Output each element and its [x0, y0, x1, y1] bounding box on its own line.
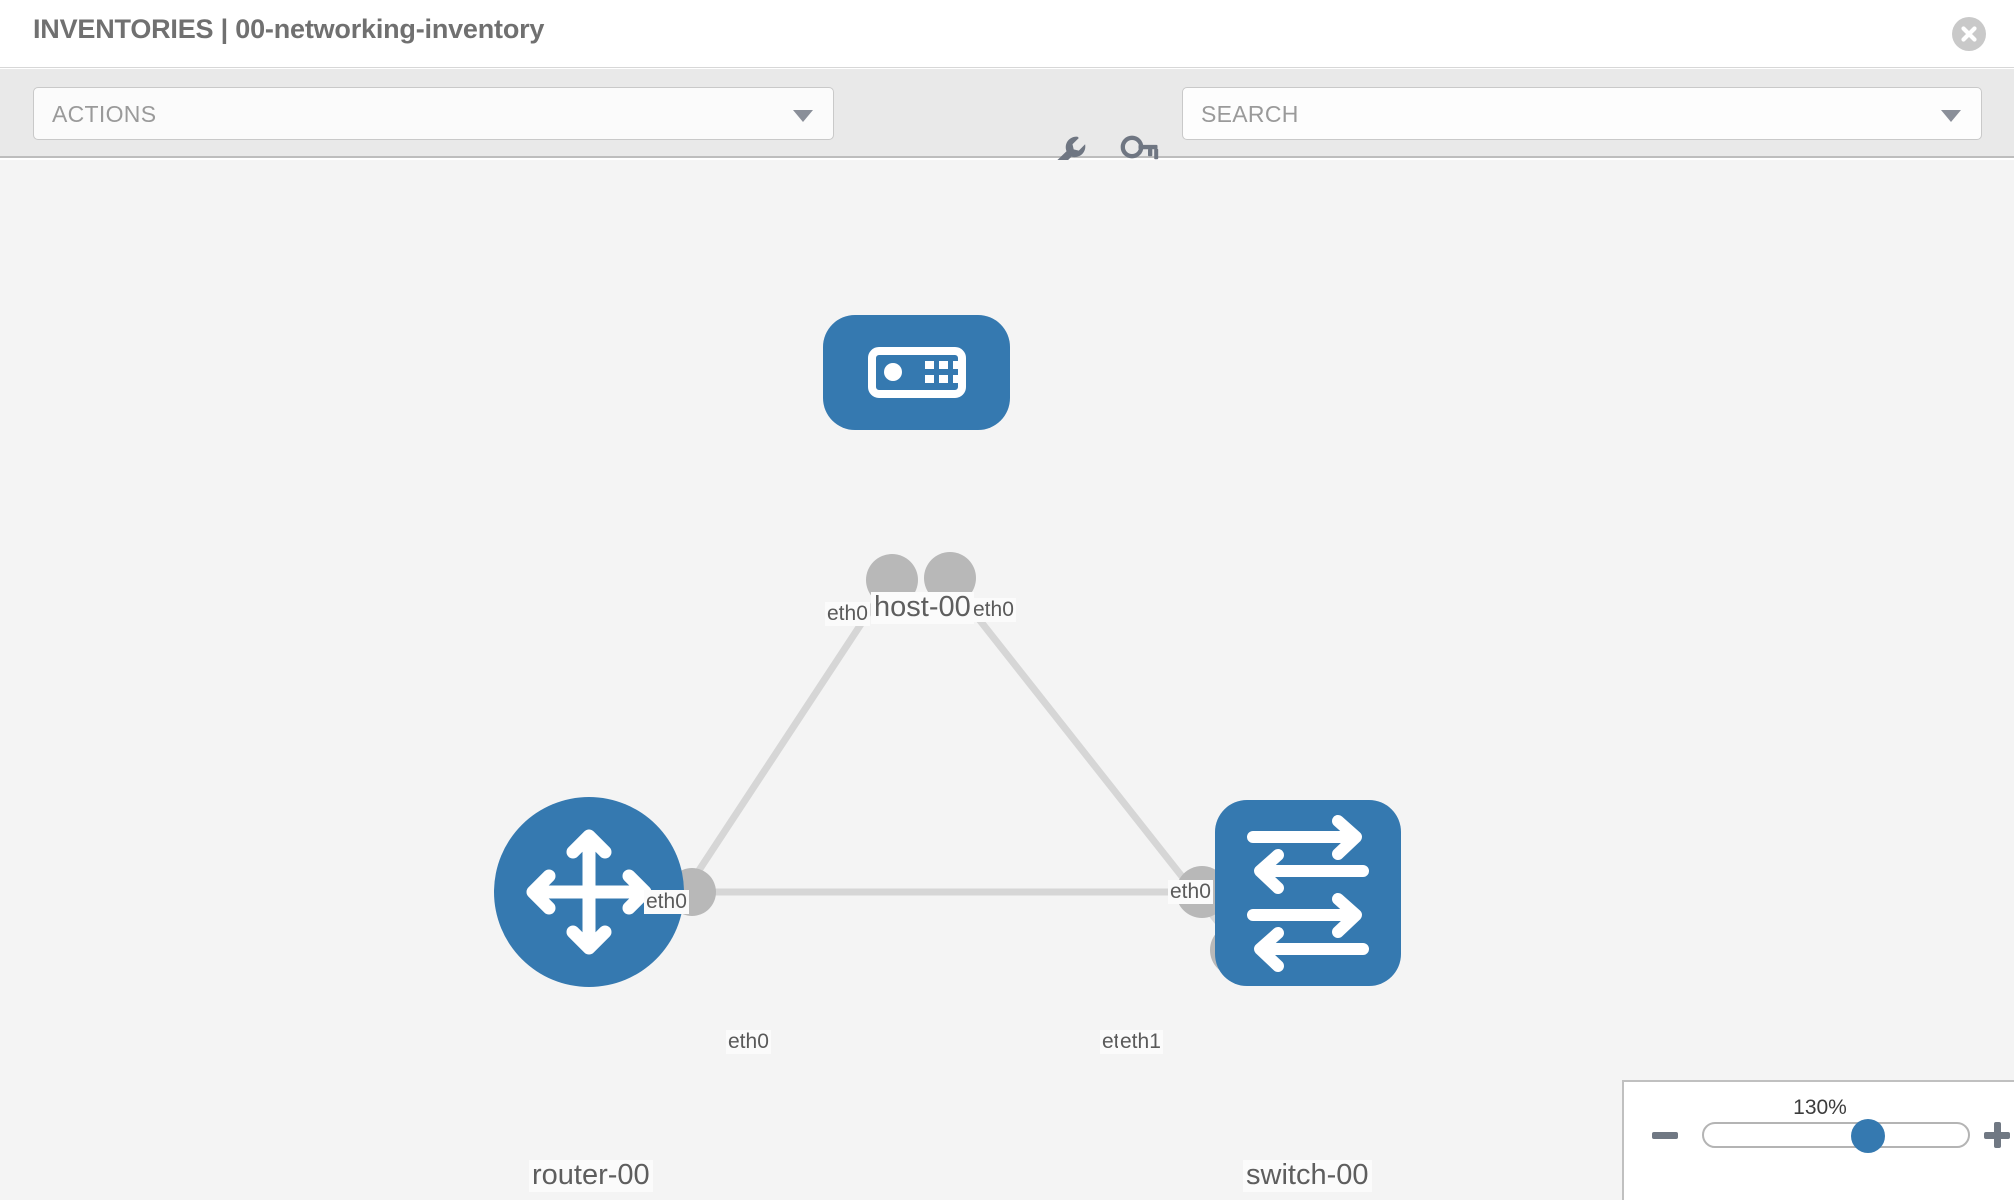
zoom-in-button[interactable] [1984, 1122, 2010, 1148]
topology-edges [637, 577, 1243, 962]
edge-label: eth0 [726, 1030, 771, 1054]
switch-arrows-icon [1247, 815, 1369, 972]
topology-graph [494, 315, 1401, 987]
zoom-slider-track[interactable] [1702, 1119, 1970, 1153]
node-label-host-00: host-00 [871, 591, 974, 624]
chevron-down-icon[interactable] [1941, 110, 1961, 122]
topology-toolbar: ACTIONS SEARCH [0, 69, 2014, 170]
edge-label: eth0 [971, 598, 1016, 622]
node-label-router-00: router-00 [529, 1159, 653, 1192]
topology-canvas[interactable]: eth0 eth0 eth0 eth0 eth0 eth0 eth1 host-… [0, 160, 2014, 1200]
zoom-percent-label: 130% [1793, 1096, 1847, 1119]
zoom-control-panel: 130% [1622, 1080, 2014, 1200]
node-switch-00 [1215, 800, 1401, 986]
zoom-out-button[interactable] [1652, 1132, 1678, 1139]
edge-label: eth0 [825, 602, 870, 626]
edge-label: eth0 [1168, 880, 1213, 904]
close-icon[interactable] [1952, 17, 1986, 51]
search-placeholder: SEARCH [1201, 101, 1299, 127]
edge-label: eth1 [1118, 1030, 1163, 1054]
key-icon[interactable] [1118, 132, 1160, 179]
page-title: INVENTORIES | 00-networking-inventory [33, 14, 545, 44]
actions-dropdown-label: ACTIONS [52, 101, 157, 127]
page-header: INVENTORIES | 00-networking-inventory [0, 0, 2014, 68]
node-router-00 [494, 797, 684, 987]
actions-dropdown[interactable]: ACTIONS [33, 87, 834, 140]
server-icon [868, 347, 966, 398]
zoom-slider-thumb[interactable] [1851, 1119, 1886, 1153]
port-host00-right [924, 552, 976, 604]
edge-label: eth0 [644, 890, 689, 914]
router-arrows-icon [526, 829, 652, 955]
node-host-00 [823, 315, 1010, 430]
chevron-down-icon [793, 110, 813, 122]
search-input[interactable]: SEARCH [1182, 87, 1982, 140]
node-label-switch-00: switch-00 [1243, 1159, 1372, 1192]
